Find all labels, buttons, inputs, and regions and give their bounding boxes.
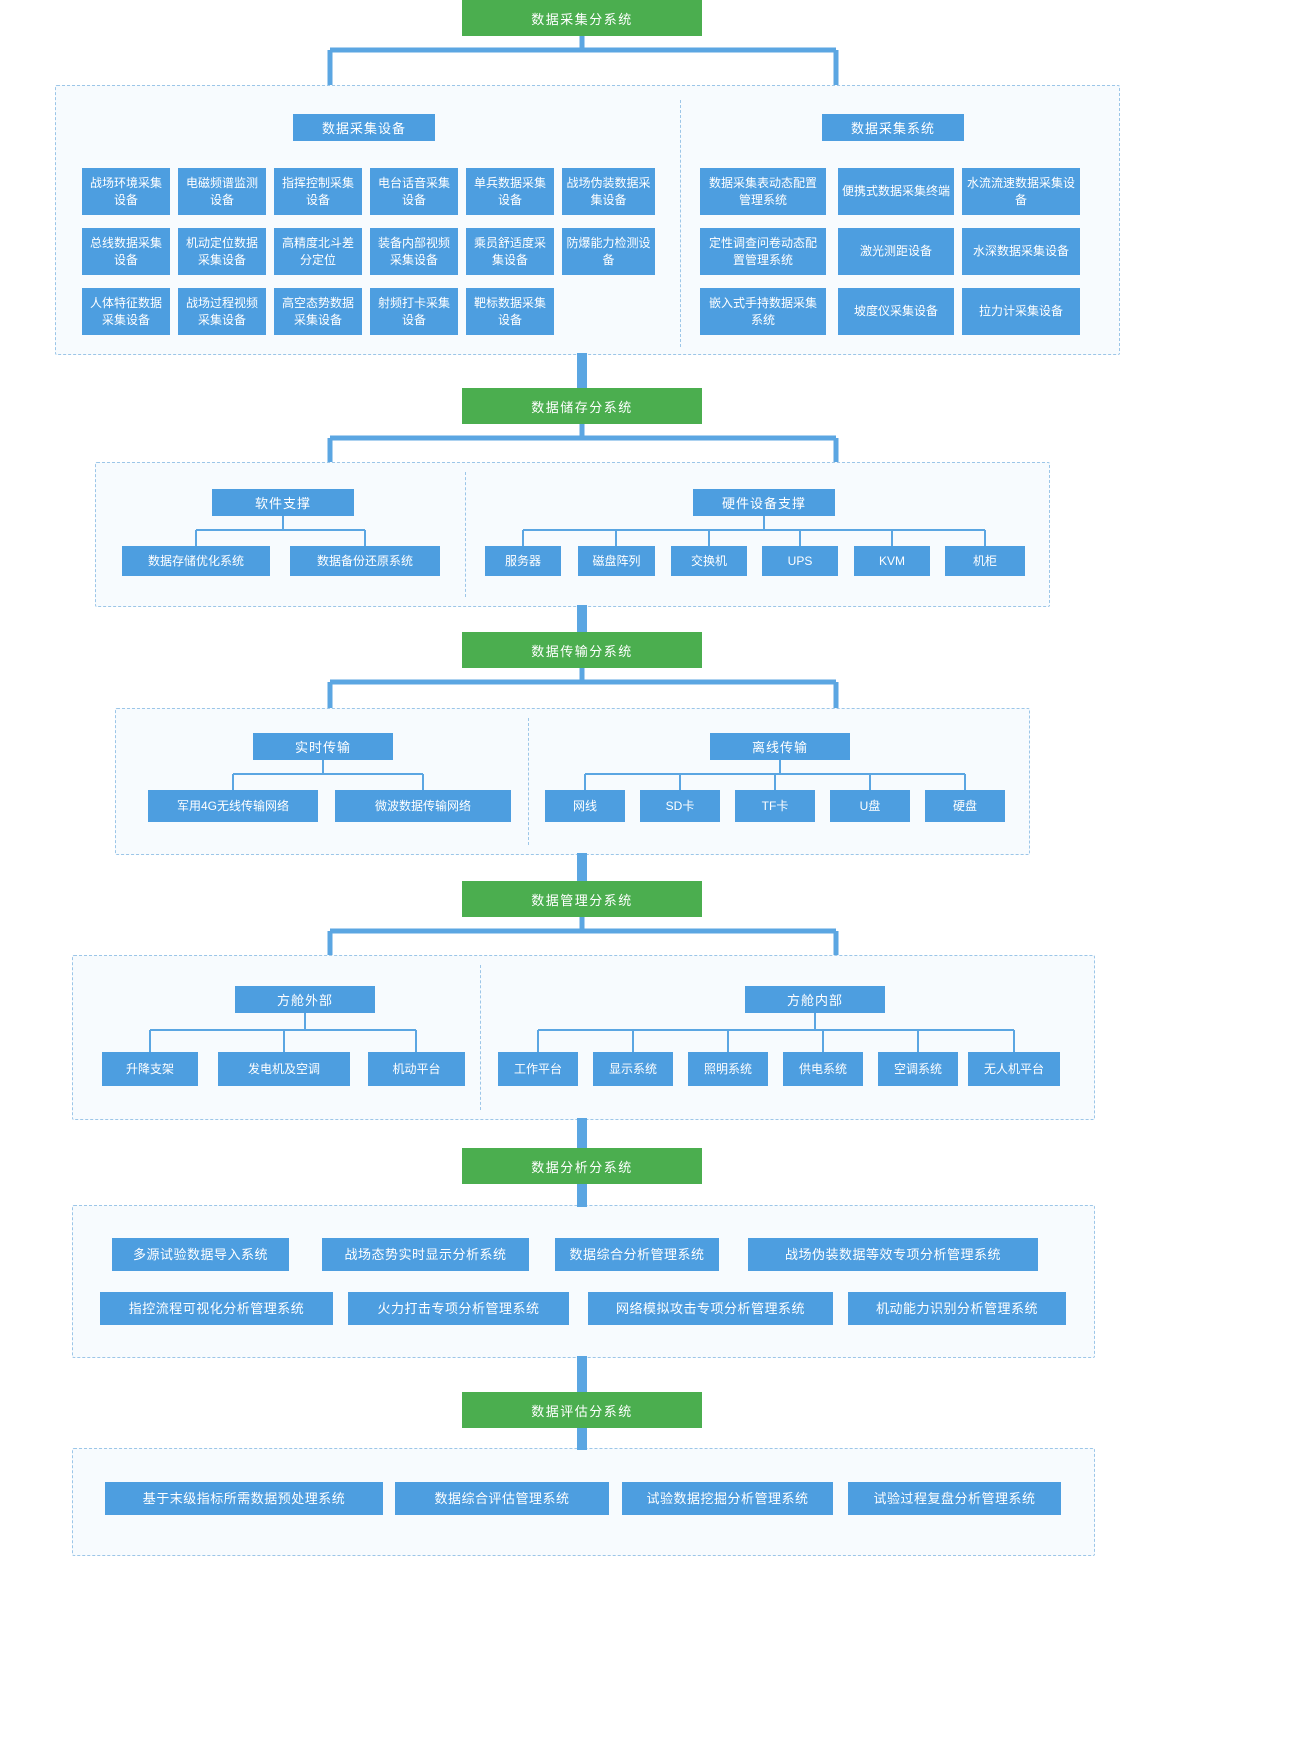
- diagram-node: 火力打击专项分析管理系统: [348, 1292, 569, 1325]
- connector-tree-cabin-out: [149, 1012, 417, 1052]
- diagram-node: 电磁频谱监测设备: [178, 168, 266, 215]
- container-transfer: [115, 708, 1030, 855]
- diagram-node: 射频打卡采集设备: [370, 288, 458, 335]
- diagram-node: 发电机及空调: [218, 1052, 350, 1086]
- diagram-node: 总线数据采集设备: [82, 228, 170, 275]
- diagram-node: 工作平台: [498, 1052, 578, 1086]
- diagram-node: 机动定位数据采集设备: [178, 228, 266, 275]
- diagram-node: TF卡: [735, 790, 815, 822]
- diagram-node: 指挥控制采集设备: [274, 168, 362, 215]
- connector-tree-offline: [584, 759, 966, 790]
- diagram-node: 指控流程可视化分析管理系统: [100, 1292, 333, 1325]
- connector-tree-software: [195, 515, 366, 546]
- diagram-node: 磁盘阵列: [578, 546, 655, 576]
- diagram-node: 水深数据采集设备: [962, 228, 1080, 275]
- group-header-cabin-interior: 方舱内部: [745, 986, 885, 1013]
- diagram-node: 人体特征数据采集设备: [82, 288, 170, 335]
- connector-tree-manage: [327, 915, 839, 955]
- diagram-node: 靶标数据采集设备: [466, 288, 554, 335]
- connector-tree-collect: [327, 34, 839, 85]
- diagram-node: 供电系统: [783, 1052, 863, 1086]
- diagram-node: 基于末级指标所需数据预处理系统: [105, 1482, 383, 1515]
- diagram-node: 坡度仪采集设备: [838, 288, 954, 335]
- section-title-collect: 数据采集分系统: [462, 0, 702, 36]
- section-title-evaluate: 数据评估分系统: [462, 1392, 702, 1428]
- diagram-node: 电台话音采集设备: [370, 168, 458, 215]
- section-title-storage: 数据储存分系统: [462, 388, 702, 424]
- diagram-node: 机柜: [945, 546, 1025, 576]
- diagram-node: 战场环境采集设备: [82, 168, 170, 215]
- diagram-node: 拉力计采集设备: [962, 288, 1080, 335]
- group-header-offline: 离线传输: [710, 733, 850, 760]
- diagram-node: 防爆能力检测设备: [562, 228, 655, 275]
- diagram-node: 微波数据传输网络: [335, 790, 511, 822]
- section-title-transfer: 数据传输分系统: [462, 632, 702, 668]
- group-header-hardware-support: 硬件设备支撑: [693, 489, 835, 516]
- diagram-node: 乘员舒适度采集设备: [466, 228, 554, 275]
- diagram-node: 空调系统: [878, 1052, 958, 1086]
- diagram-node: 定性调查问卷动态配置管理系统: [700, 228, 826, 275]
- diagram-node: 机动能力识别分析管理系统: [848, 1292, 1066, 1325]
- diagram-node: 硬盘: [925, 790, 1005, 822]
- diagram-node: 试验过程复盘分析管理系统: [848, 1482, 1061, 1515]
- diagram-node: 无人机平台: [968, 1052, 1060, 1086]
- divider-collect: [680, 100, 681, 347]
- diagram-node: U盘: [830, 790, 910, 822]
- diagram-node: 高空态势数据采集设备: [274, 288, 362, 335]
- diagram-node: 高精度北斗差分定位: [274, 228, 362, 275]
- diagram-node: 数据综合评估管理系统: [395, 1482, 609, 1515]
- section-title-manage: 数据管理分系统: [462, 881, 702, 917]
- diagram-node: KVM: [854, 546, 930, 576]
- diagram-node: 试验数据挖掘分析管理系统: [622, 1482, 833, 1515]
- diagram-node: 多源试验数据导入系统: [112, 1238, 289, 1271]
- diagram-node: 网线: [545, 790, 625, 822]
- diagram-node: 军用4G无线传输网络: [148, 790, 318, 822]
- container-analysis: [72, 1205, 1095, 1358]
- diagram-node: 嵌入式手持数据采集系统: [700, 288, 826, 335]
- divider-manage: [480, 965, 481, 1110]
- connector-tree-transfer: [327, 666, 839, 708]
- container-storage: [95, 462, 1050, 607]
- diagram-node: 升降支架: [102, 1052, 198, 1086]
- connector-tree-cabin-in: [537, 1012, 1015, 1052]
- group-header-collect-systems: 数据采集系统: [822, 114, 964, 141]
- diagram-node: 数据备份还原系统: [290, 546, 440, 576]
- diagram-node: 战场过程视频采集设备: [178, 288, 266, 335]
- diagram-node: 水流流速数据采集设备: [962, 168, 1080, 215]
- container-manage: [72, 955, 1095, 1120]
- connector-tree-hardware: [522, 515, 986, 546]
- connector-tree-realtime: [232, 759, 424, 790]
- diagram-node: 激光测距设备: [838, 228, 954, 275]
- diagram-node: 服务器: [485, 546, 561, 576]
- group-header-realtime: 实时传输: [253, 733, 393, 760]
- diagram-node: 装备内部视频采集设备: [370, 228, 458, 275]
- diagram-node: 数据存储优化系统: [122, 546, 270, 576]
- diagram-node: 便携式数据采集终端: [838, 168, 954, 215]
- diagram-node: 战场伪装数据等效专项分析管理系统: [748, 1238, 1038, 1271]
- diagram-node: 数据综合分析管理系统: [555, 1238, 719, 1271]
- group-header-collect-devices: 数据采集设备: [293, 114, 435, 141]
- divider-storage: [465, 472, 466, 597]
- group-header-software-support: 软件支撑: [212, 489, 354, 516]
- diagram-node: 照明系统: [688, 1052, 768, 1086]
- diagram-node: 交换机: [671, 546, 747, 576]
- diagram-node: UPS: [762, 546, 838, 576]
- diagram-node: 战场伪装数据采集设备: [562, 168, 655, 215]
- divider-transfer: [528, 718, 529, 845]
- section-title-analysis: 数据分析分系统: [462, 1148, 702, 1184]
- diagram-node: 单兵数据采集设备: [466, 168, 554, 215]
- diagram-node: 网络模拟攻击专项分析管理系统: [588, 1292, 833, 1325]
- diagram-node: 数据采集表动态配置管理系统: [700, 168, 826, 215]
- diagram-node: 机动平台: [368, 1052, 465, 1086]
- group-header-cabin-exterior: 方舱外部: [235, 986, 375, 1013]
- connector-tree-storage: [327, 422, 839, 462]
- diagram-node: 显示系统: [593, 1052, 673, 1086]
- diagram-node: SD卡: [640, 790, 720, 822]
- diagram-node: 战场态势实时显示分析系统: [322, 1238, 529, 1271]
